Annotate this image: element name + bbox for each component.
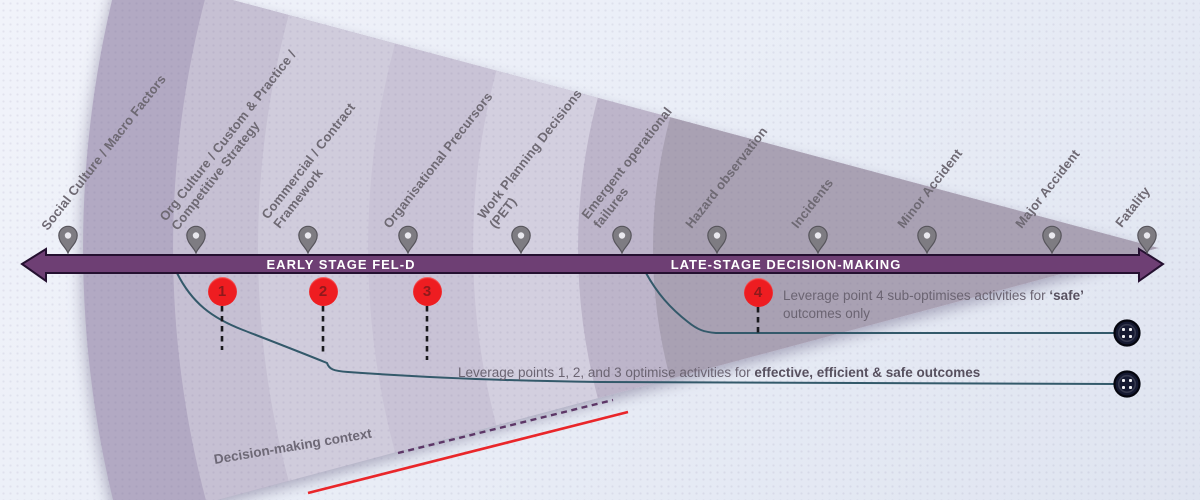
- stage-pins: [58, 225, 1157, 255]
- timeline-arrow: [20, 247, 1165, 283]
- map-pin-icon: [298, 225, 318, 255]
- leverage-123-text: Leverage points 1, 2, and 3 optimise act…: [458, 365, 755, 380]
- map-pin-icon: [186, 225, 206, 255]
- leverage-dash-lines: [220, 306, 760, 360]
- button-icon: [1113, 319, 1141, 347]
- dashed-purple-context-line: [397, 398, 614, 455]
- leverage-point-4: 4: [743, 277, 773, 307]
- leverage-point-3: 3: [412, 276, 442, 306]
- leverage-point-2: 2: [308, 276, 338, 306]
- leverage-4-bold-text: ‘safe’: [1049, 288, 1084, 303]
- early-stage-label: EARLY STAGE FEL-D: [266, 257, 416, 272]
- leverage-4-curve: [645, 272, 1116, 334]
- late-stage-label: LATE-STAGE DECISION-MAKING: [670, 257, 902, 272]
- map-pin-icon: [612, 225, 632, 255]
- leverage-4-text: Leverage point 4 sub-optimises activitie…: [783, 288, 1050, 303]
- leverage-4-annotation: Leverage point 4 sub-optimises activitie…: [783, 287, 1084, 323]
- button-icon: [1113, 370, 1141, 398]
- map-pin-icon: [1137, 225, 1157, 255]
- leverage-123-annotation: Leverage points 1, 2, and 3 optimise act…: [458, 364, 980, 382]
- map-pin-icon: [1042, 225, 1062, 255]
- map-pin-icon: [917, 225, 937, 255]
- leverage-123-bold-text: effective, efficient & safe outcomes: [754, 365, 981, 380]
- fan-band-7: [652, 117, 1158, 379]
- map-pin-icon: [58, 225, 78, 255]
- leverage-point-1: 1: [207, 276, 237, 306]
- leverage-4-line2: outcomes only: [783, 306, 871, 321]
- leverage-123-curve: [176, 272, 1117, 385]
- map-pin-icon: [707, 225, 727, 255]
- red-context-line: [307, 410, 629, 495]
- map-pin-icon: [511, 225, 531, 255]
- map-pin-icon: [808, 225, 828, 255]
- map-pin-icon: [398, 225, 418, 255]
